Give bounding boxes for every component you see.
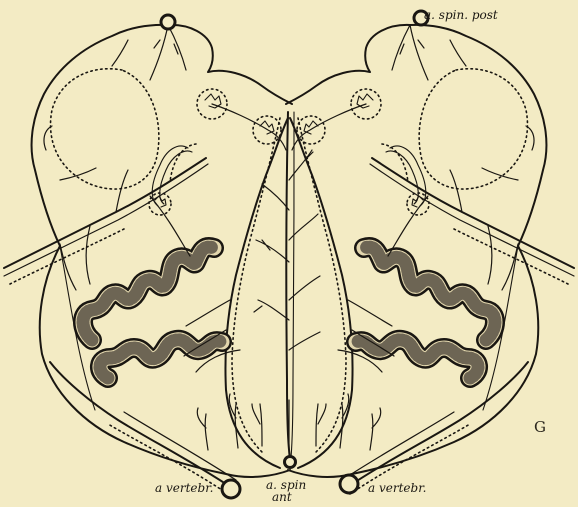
left-half	[4, 25, 292, 494]
vertebral-artery-right	[340, 475, 358, 493]
vertebral-artery-right-label: a vertebr.	[368, 482, 426, 494]
artist-signature: G	[534, 418, 546, 436]
posterior-spinal-artery-left	[161, 15, 175, 29]
vertebral-artery-left-label: a vertebr.	[155, 482, 213, 494]
right-half	[286, 25, 574, 494]
median-raphe-inner	[291, 112, 294, 458]
vertebral-artery-left	[222, 480, 240, 498]
posterior-spinal-artery-label: a. spin. post	[424, 9, 498, 21]
anterior-spinal-artery-label-line2: ant	[272, 491, 292, 503]
anterior-spinal-artery	[285, 457, 296, 468]
